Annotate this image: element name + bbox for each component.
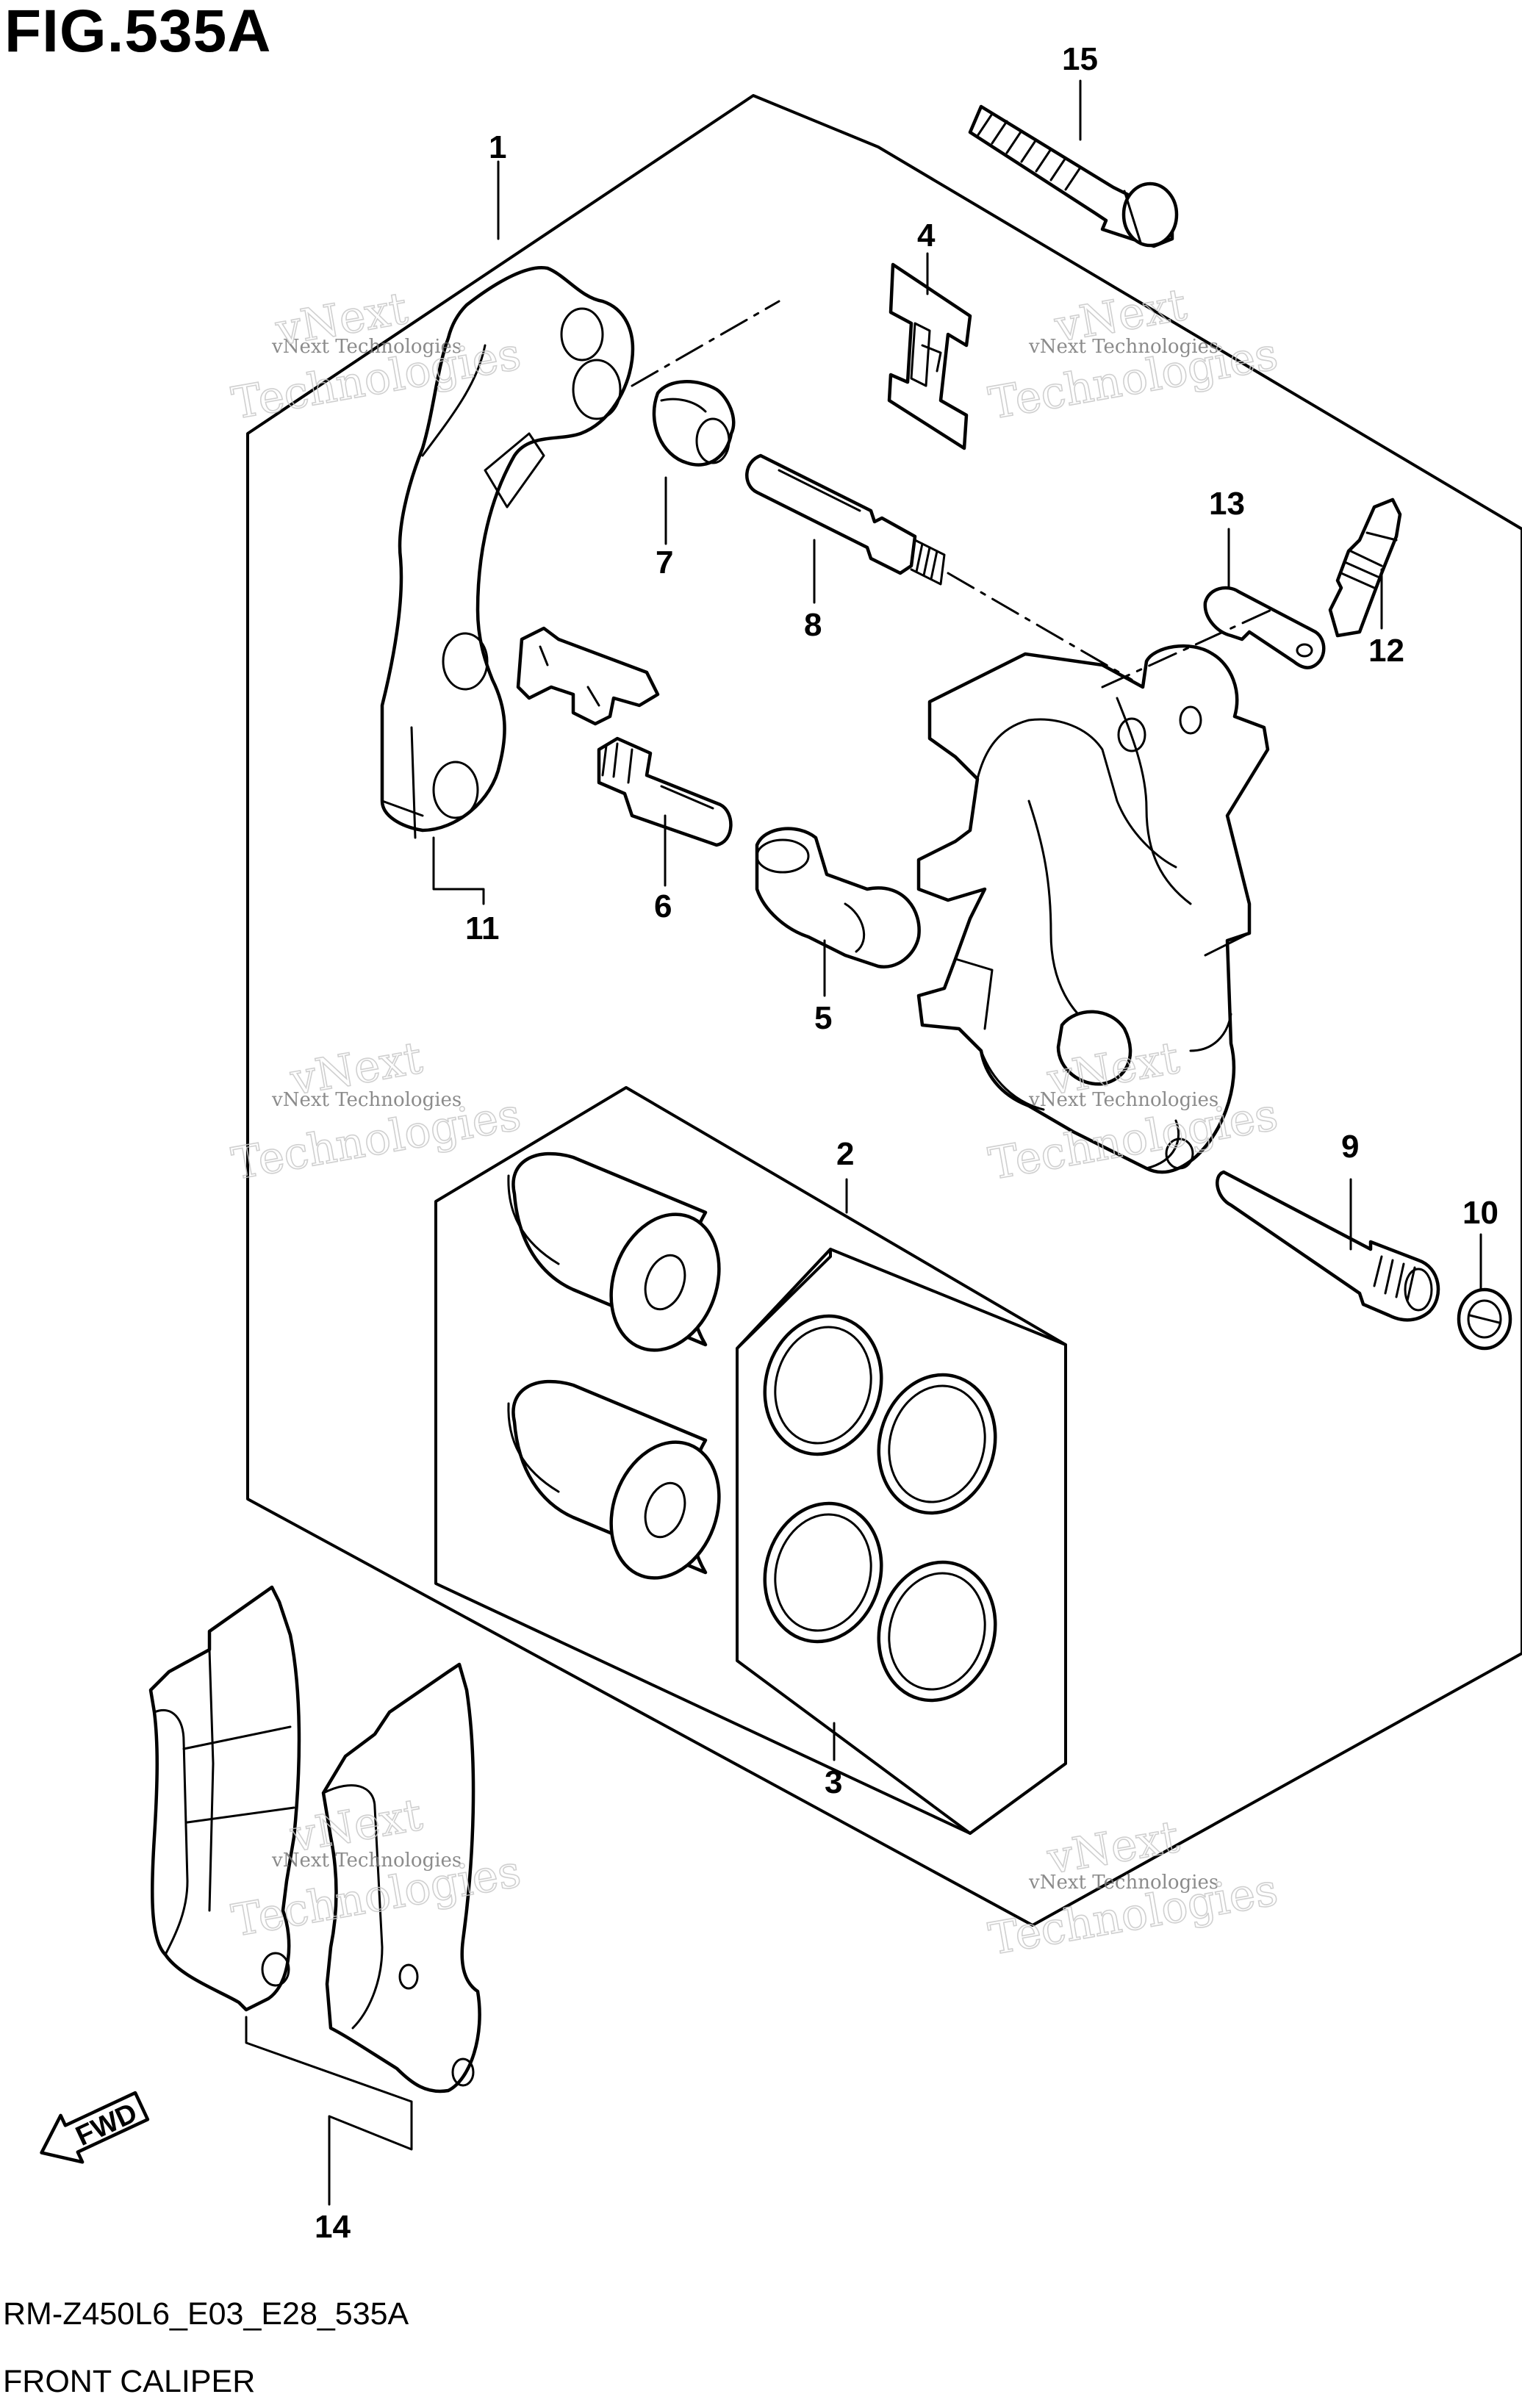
part-4-pad-spring	[887, 262, 972, 450]
fwd-direction-badge: FWD	[40, 2091, 150, 2164]
callout-13: 13	[1209, 486, 1245, 522]
callout-1: 1	[489, 129, 506, 165]
watermark-text: vNext Technologies	[1028, 1872, 1218, 1894]
watermark-text: vNext Technologies	[271, 1089, 462, 1111]
callout-14: 14	[315, 2209, 351, 2245]
callout-6: 6	[654, 888, 672, 924]
part-11-pad-retainer	[516, 626, 660, 726]
part-2-piston-lower	[507, 1379, 721, 1580]
part-14-brake-pad-left	[148, 1585, 301, 2012]
watermark-text: vNext Technologies	[1028, 336, 1218, 358]
callout-8: 8	[804, 607, 822, 643]
callout-15: 15	[1062, 41, 1098, 77]
leader-11	[432, 836, 485, 905]
callout-4: 4	[917, 218, 936, 254]
callout-12: 12	[1368, 633, 1404, 669]
figure-name: FRONT CALIPER	[3, 2364, 256, 2399]
watermark-text: vNext Technologies	[271, 1850, 462, 1872]
part-15-bolt	[968, 104, 1179, 248]
watermark-text: vNext Technologies	[1028, 1089, 1218, 1111]
watermark-mid-left: vNext Technologies Technologies vNext	[228, 1032, 525, 1191]
callout-9: 9	[1341, 1129, 1359, 1165]
part-9-sleeve-bolt	[1216, 1170, 1440, 1322]
part-10-plug	[1457, 1287, 1512, 1351]
callout-7: 7	[656, 545, 673, 581]
part-6-slide-pin	[597, 736, 733, 847]
callout-10: 10	[1462, 1195, 1498, 1231]
part-5-pin-bolt	[755, 827, 921, 969]
callout-11: 11	[465, 910, 500, 946]
part-13-bleeder-cap	[1203, 586, 1326, 669]
part-12-bleeder-valve	[1328, 497, 1402, 638]
watermark-bottom-right: vNext Technologies Technologies vNext	[985, 1811, 1282, 1966]
part-8-slide-pin	[745, 453, 946, 586]
callout-5: 5	[814, 1000, 832, 1036]
watermark-top-right: vNext Technologies Technologies vNext	[985, 278, 1282, 431]
part-3-seals	[763, 1314, 997, 1703]
callout-3: 3	[825, 1764, 842, 1800]
part-7-boot	[652, 380, 736, 467]
part-1-caliper-bracket	[380, 266, 635, 839]
figure-code: RM-Z450L6_E03_E28_535A	[3, 2296, 409, 2332]
part-2-piston-upper	[507, 1151, 721, 1352]
callout-2: 2	[836, 1136, 854, 1172]
assembly-group-outline	[246, 94, 1522, 1927]
leader-14	[245, 2016, 413, 2206]
caliper-body	[916, 644, 1270, 1174]
watermark-text: vNext Technologies	[271, 336, 462, 358]
part-14-brake-pad-right	[321, 1662, 481, 2093]
figure-title: FIG.535A	[4, 0, 272, 65]
